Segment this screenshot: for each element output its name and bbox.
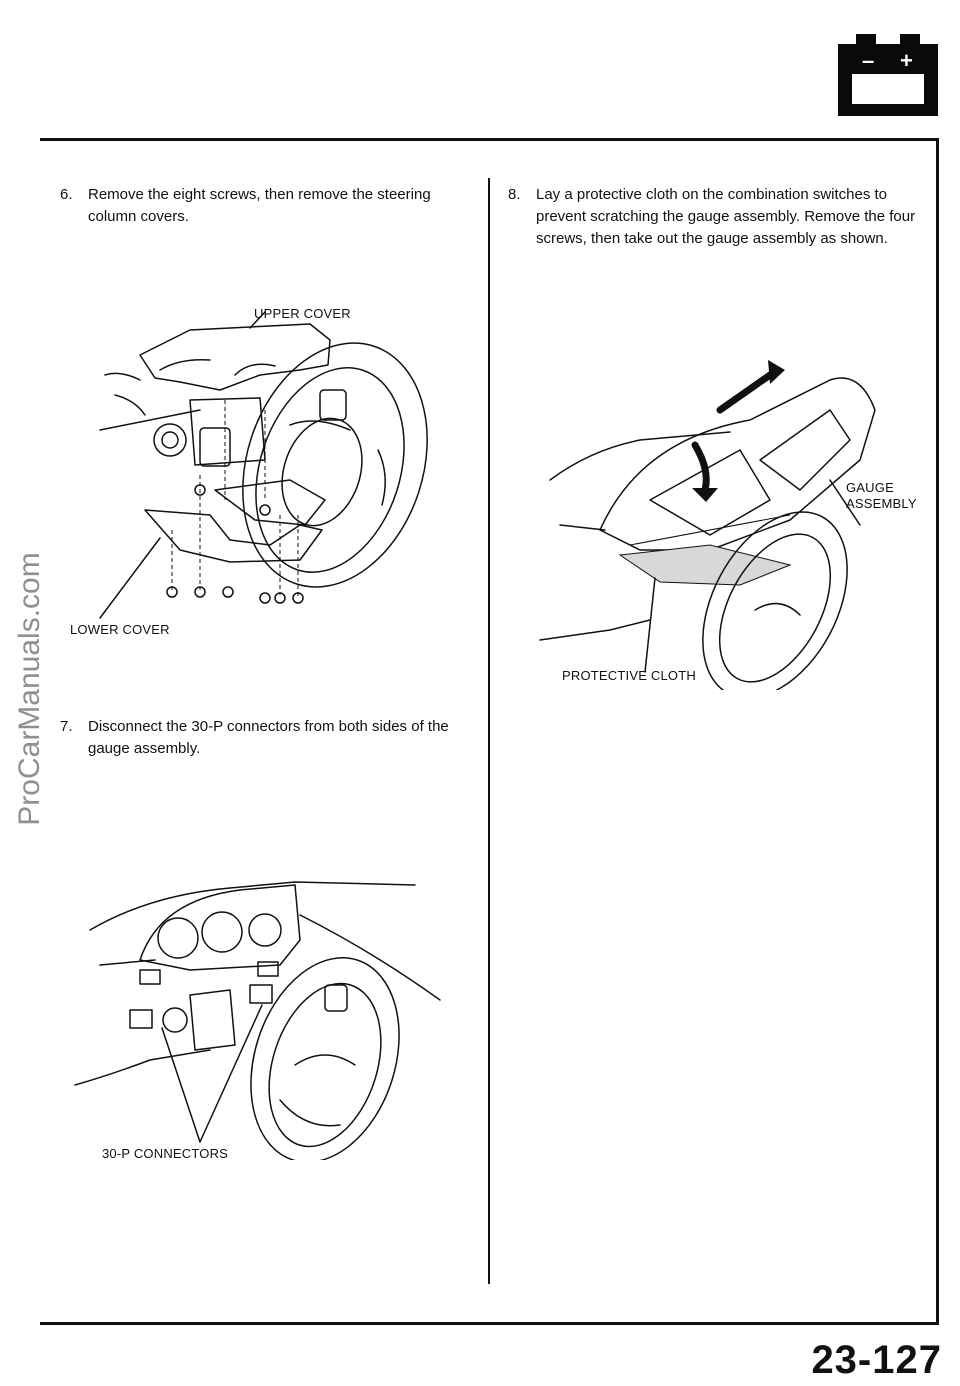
label-gauge-line1: GAUGE [846,480,894,495]
step-number: 8. [508,186,521,203]
step-text: Remove the eight screws, then remove the… [88,186,431,225]
step-number: 6. [60,186,73,203]
label-protective-cloth: PROTECTIVE CLOTH [562,668,696,683]
step-7: 7. Disconnect the 30-P connectors from b… [60,716,470,760]
page-number: 23-127 [811,1338,942,1382]
step-text: Disconnect the 30-P connectors from both… [88,718,449,757]
gauge-assembly-removal-illustration [539,360,876,690]
frame-right-rule [936,138,939,1324]
steering-column-covers-illustration [99,311,428,619]
step-number: 7. [60,718,73,735]
label-30p-connectors: 30-P CONNECTORS [102,1146,229,1161]
battery-terminal-negative [856,34,876,46]
minus-symbol: – [862,48,875,73]
column-divider [488,178,490,1284]
label-upper-cover: UPPER COVER [254,306,351,321]
battery-icon: – + [838,34,938,116]
step-text: Lay a protective cloth on the combinatio… [536,186,916,247]
step-8: 8. Lay a protective cloth on the combina… [508,184,920,250]
frame-top-rule [40,138,938,141]
plus-symbol: + [900,48,913,73]
label-lower-cover: LOWER COVER [70,622,170,637]
frame-bottom-rule [40,1322,939,1325]
battery-window [852,74,924,104]
connectors-illustration [74,881,441,1160]
watermark: ProCarManuals.com [13,552,46,826]
battery-terminal-positive [900,34,920,46]
label-gauge-line2: ASSEMBLY [846,496,917,511]
step-6: 6. Remove the eight screws, then remove … [60,184,470,228]
